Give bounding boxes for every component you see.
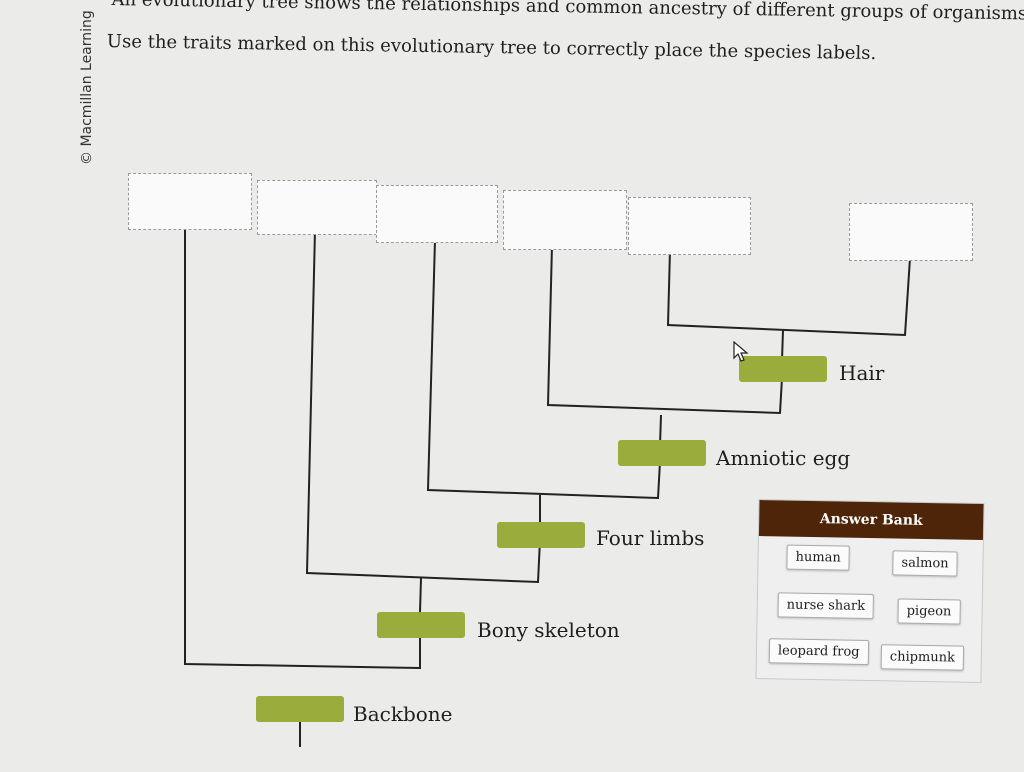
- species-slot-4[interactable]: [503, 190, 627, 250]
- answer-chip-leopard-frog[interactable]: leopard frog: [768, 638, 869, 665]
- answer-chip-nurse-shark[interactable]: nurse shark: [777, 592, 875, 620]
- trait-marker-hair: [739, 356, 827, 382]
- species-slot-1[interactable]: [128, 173, 252, 230]
- trait-marker-four-limbs: [497, 522, 585, 548]
- trait-label-hair: Hair: [839, 361, 885, 385]
- answer-bank: Answer Bank human salmon nurse shark pig…: [755, 499, 985, 683]
- answer-chip-human[interactable]: human: [786, 544, 850, 571]
- branch-line: [426, 239, 661, 500]
- answer-chip-chipmunk[interactable]: chipmunk: [880, 644, 965, 671]
- answer-bank-title: Answer Bank: [758, 500, 984, 540]
- answer-chip-salmon[interactable]: salmon: [892, 550, 958, 577]
- branch-line: [184, 230, 421, 670]
- pointer-arrow-icon: [733, 341, 749, 362]
- branch-line: [666, 249, 911, 337]
- trait-marker-backbone: [256, 696, 344, 722]
- branch-line: [305, 229, 541, 584]
- trait-marker-bony-skeleton: [377, 612, 465, 638]
- answer-chip-pigeon[interactable]: pigeon: [897, 598, 961, 625]
- branch-line: [546, 244, 783, 415]
- species-slot-2[interactable]: [257, 180, 377, 235]
- species-slot-6[interactable]: [849, 203, 973, 261]
- trait-label-backbone: Backbone: [353, 702, 453, 726]
- species-slot-5[interactable]: [628, 197, 751, 255]
- branch-line: [781, 329, 784, 361]
- trait-label-bony-skeleton: Bony skeleton: [477, 618, 620, 642]
- trait-label-four-limbs: Four limbs: [596, 526, 705, 550]
- species-slot-3[interactable]: [376, 185, 498, 243]
- branch-line: [419, 577, 422, 613]
- trait-label-amniotic-egg: Amniotic egg: [716, 446, 851, 470]
- trait-marker-amniotic-egg: [618, 440, 706, 466]
